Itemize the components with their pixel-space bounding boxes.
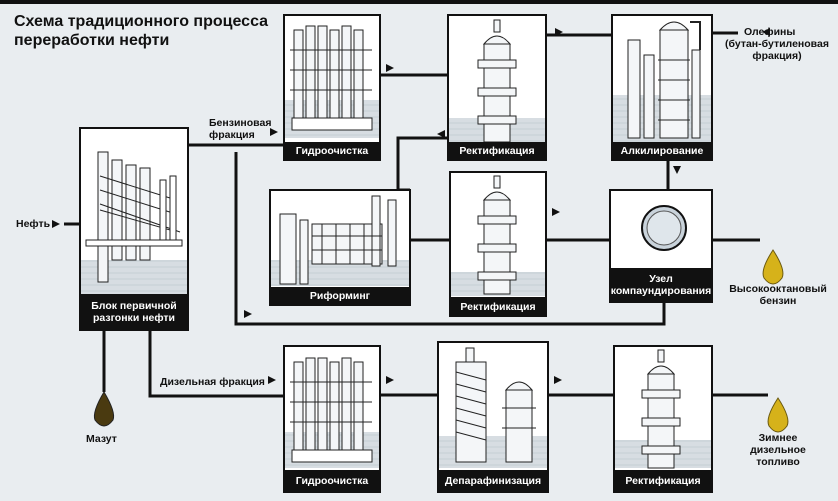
diesel-fraction-label: Дизельная фракция xyxy=(160,376,265,388)
fuel-oil-label: Мазут xyxy=(86,433,117,445)
gasoline-drop-icon xyxy=(762,249,784,285)
dewax-label: Депарафинизация xyxy=(438,470,548,492)
compounding-label-line2: компаундирования xyxy=(610,285,712,297)
gasoline-fraction-line1: Бензиновая xyxy=(209,117,272,129)
top-border xyxy=(0,0,838,4)
gasoline-fraction-line2: фракция xyxy=(209,129,255,141)
oil-label: Нефть xyxy=(16,218,51,230)
compounding-label: Узел компаундирования xyxy=(610,268,712,302)
gasoline-fraction-label: Бензиновая фракция xyxy=(209,117,271,141)
diesel-product-line3: топливо xyxy=(756,456,800,468)
olefins-line3: фракция) xyxy=(752,50,802,62)
olefins-label: Олефины (бутан-бутиленовая фракция) xyxy=(718,26,836,62)
title-line2: переработки нефти xyxy=(14,32,170,49)
arrow-hydro-rect xyxy=(386,64,394,72)
hydro-top-label: Гидроочистка xyxy=(284,142,380,160)
pipe-diesel-fraction xyxy=(148,330,284,398)
rect-top-label: Ректификация xyxy=(448,142,546,160)
rect-mid-illustration xyxy=(449,171,547,317)
rect-mid-label: Ректификация xyxy=(450,297,546,316)
gasoline-product-label: Высокооктановый бензин xyxy=(726,283,830,307)
fuel-oil-drop-icon xyxy=(93,391,115,427)
gasoline-product-line1: Высокооктановый xyxy=(729,283,827,295)
arrow-hydro-dewax xyxy=(386,376,394,384)
diesel-product-line1: Зимнее xyxy=(758,432,798,444)
reforming-label: Риформинг xyxy=(270,287,410,305)
arrow-rect-compound xyxy=(552,208,560,216)
primary-label-line2: разгонки нефти xyxy=(92,312,176,324)
title-line1: Схема традиционного процесса xyxy=(14,13,269,30)
alkylation-label: Алкилирование xyxy=(612,142,712,160)
arrow-diesel xyxy=(268,376,276,384)
compounding-label-line1: Узел xyxy=(649,273,673,285)
hydro-top-illustration xyxy=(283,14,381,161)
arrow-dewax-rect xyxy=(554,376,562,384)
olefins-line1: Олефины xyxy=(744,26,796,38)
reforming-illustration xyxy=(269,189,411,306)
arrow-olefins xyxy=(762,28,770,36)
unit-panels xyxy=(79,14,713,493)
diagram-title: Схема традиционного процесса переработки… xyxy=(14,12,294,50)
diesel-drop-icon xyxy=(767,397,789,433)
olefins-line2: (бутан-бутиленовая xyxy=(725,38,829,50)
hydro-bottom-label: Гидроочистка xyxy=(284,470,380,492)
flow-arrows xyxy=(52,28,770,384)
pipes xyxy=(64,31,768,398)
arrow-oil xyxy=(52,220,60,228)
rect-bottom-illustration xyxy=(613,345,713,493)
alkylation-illustration xyxy=(611,14,713,161)
primary-label-line1: Блок первичной xyxy=(91,300,177,312)
arrow-rect-back xyxy=(437,130,445,138)
primary-unit-label: Блок первичной разгонки нефти xyxy=(80,294,188,330)
rect-bottom-label: Ректификация xyxy=(614,470,712,492)
product-drops xyxy=(93,249,789,433)
arrow-gasoline xyxy=(270,128,278,136)
diesel-product-line2: дизельное xyxy=(750,444,806,456)
arrow-rect-alk xyxy=(555,28,563,36)
pipe-rect-to-reforming xyxy=(396,136,448,192)
dewax-illustration xyxy=(437,341,549,493)
arrow-return xyxy=(244,310,252,318)
diesel-product-label: Зимнее дизельное топливо xyxy=(740,432,816,468)
arrow-alk-down xyxy=(673,166,681,174)
rect-top-illustration xyxy=(447,14,547,161)
hydro-bottom-illustration xyxy=(283,345,381,493)
pipe-return-loop xyxy=(234,152,666,326)
gasoline-product-line2: бензин xyxy=(759,295,797,307)
